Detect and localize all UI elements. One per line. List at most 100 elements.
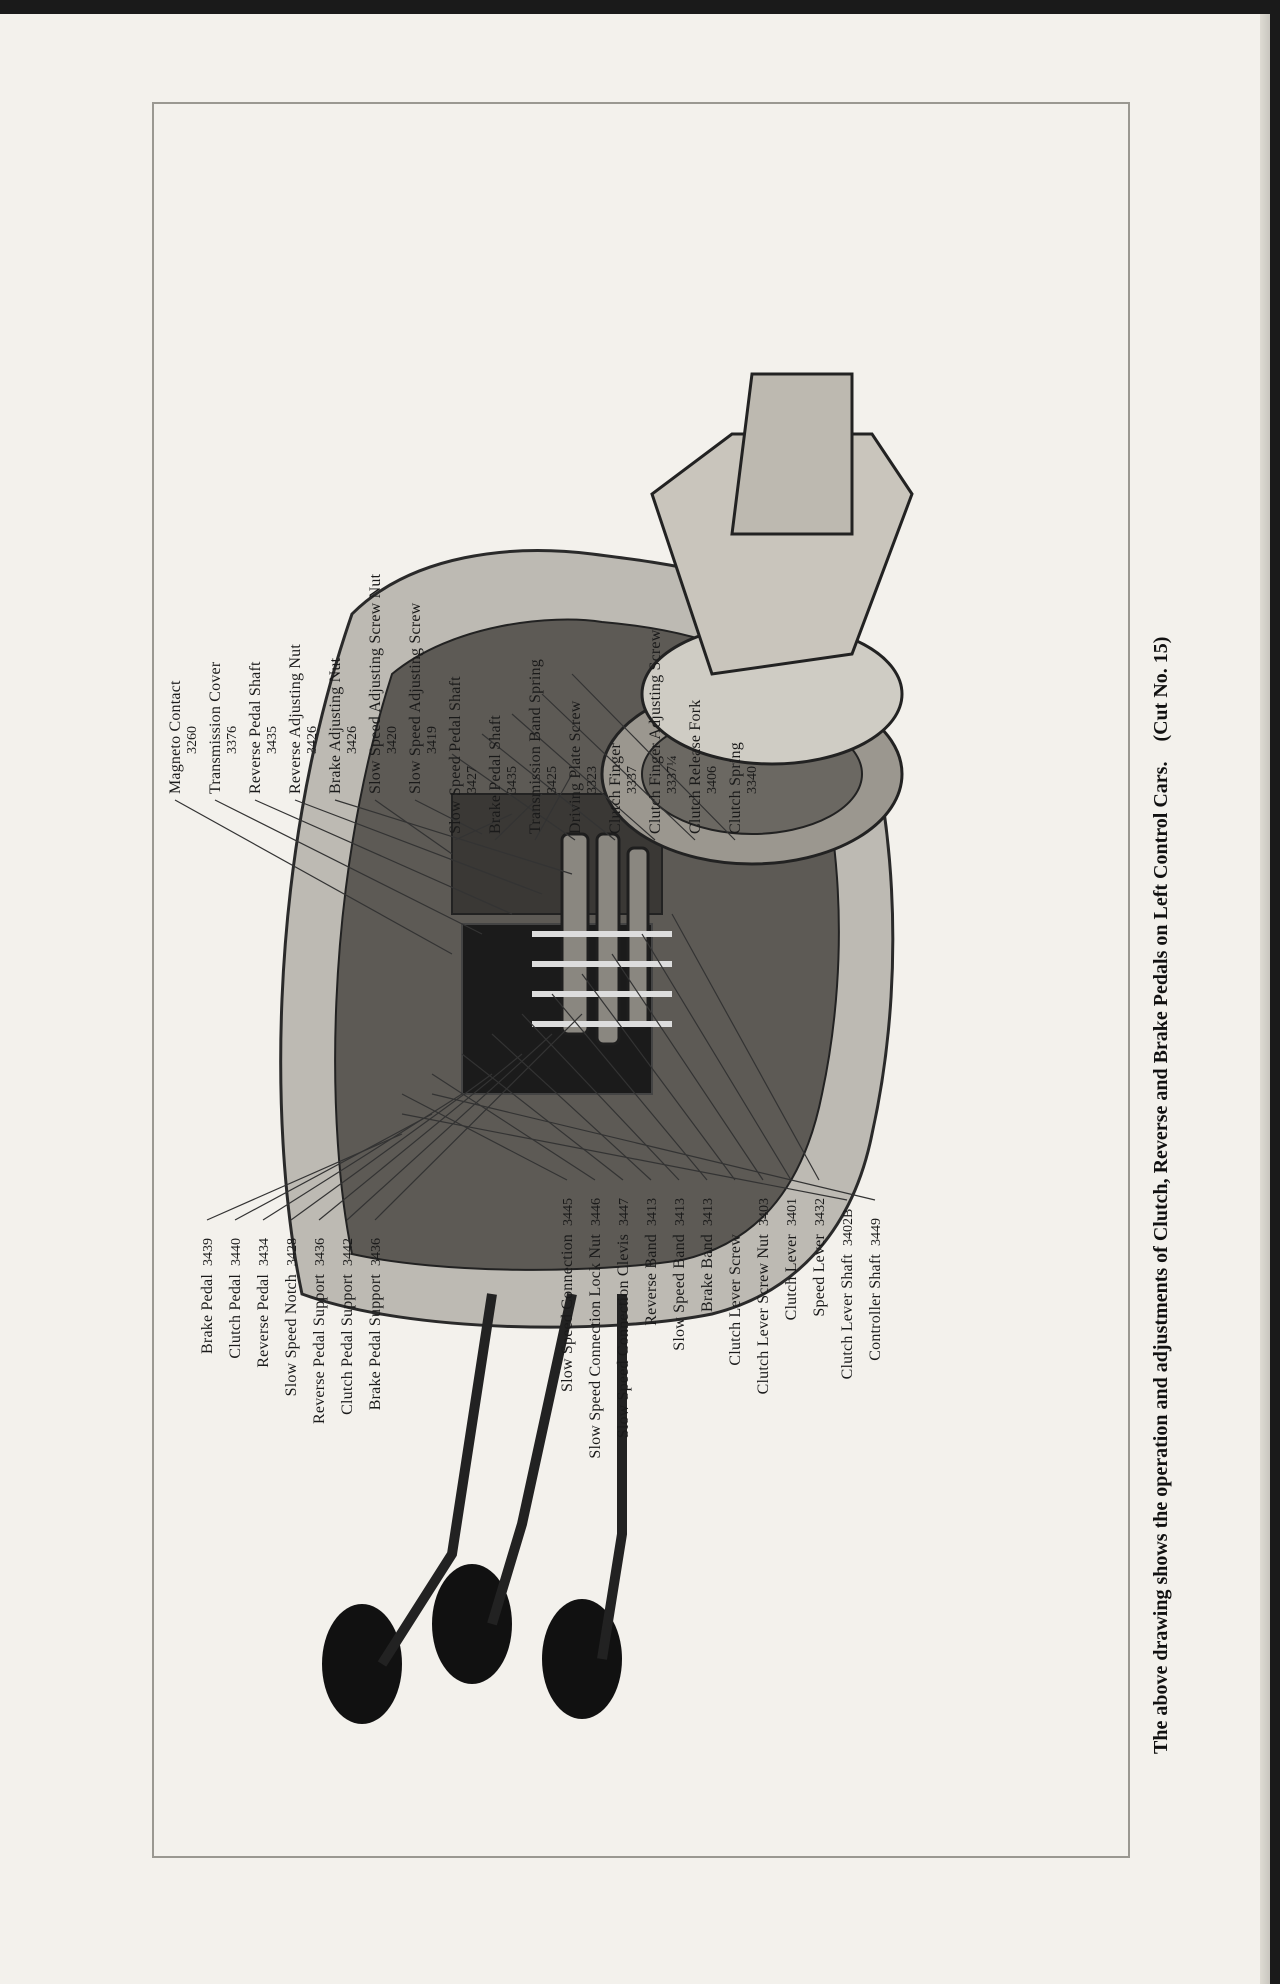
part-number: 3402B xyxy=(841,1209,856,1246)
part-number: 3401 xyxy=(785,1198,800,1226)
part-number: 3426 xyxy=(345,726,360,754)
part-label: Reverse Pedal Support xyxy=(311,1274,328,1424)
part-label: Slow Speed Connection Lock Nut xyxy=(587,1234,604,1459)
leader-line xyxy=(581,973,736,1181)
drive-shaft xyxy=(650,372,914,676)
part-number: 3403 xyxy=(757,1198,772,1226)
part-label: Driving Plate Screw xyxy=(567,700,584,834)
part-number: 3432 xyxy=(813,1198,828,1226)
part-label: Speed Lever xyxy=(811,1234,828,1317)
part-number: 3434 xyxy=(257,1238,272,1266)
part-label: Reverse Band xyxy=(643,1234,660,1326)
part-label: Clutch Lever Screw xyxy=(727,1234,744,1366)
leader-line xyxy=(551,993,708,1181)
part-number: 3447 xyxy=(617,1198,632,1226)
part-number: 3445 xyxy=(561,1198,576,1226)
leader-line xyxy=(481,733,616,841)
part-label: Clutch Lever Shaft xyxy=(839,1254,856,1380)
leader-line xyxy=(214,799,483,935)
part-number: 3442 xyxy=(341,1238,356,1266)
part-label: Slow Speed Adjusting Screw Nut xyxy=(367,573,384,794)
caption-cut-number: (Cut No. 15) xyxy=(1150,636,1172,762)
part-number: 3440 xyxy=(229,1238,244,1266)
leader-line xyxy=(374,799,453,855)
part-number: 3337¼ xyxy=(665,756,680,795)
part-label: Clutch Spring xyxy=(727,742,744,834)
part-number: 3427 xyxy=(465,766,480,794)
part-label: Magneto Contact xyxy=(167,680,184,794)
part-label: Slow Speed Notch xyxy=(283,1274,300,1396)
part-number: 3260 xyxy=(185,726,200,754)
leader-line xyxy=(534,773,573,841)
leader-line xyxy=(262,1093,463,1221)
leader-line xyxy=(431,1093,876,1201)
leader-line xyxy=(451,753,576,841)
pedal-shafts xyxy=(532,832,672,1046)
part-label: Reverse Pedal Shaft xyxy=(247,661,264,794)
part-label: Reverse Pedal xyxy=(255,1274,272,1368)
leader-line xyxy=(318,1053,523,1221)
part-label: Controller Shaft xyxy=(867,1254,884,1361)
part-number: 3376 xyxy=(225,726,240,754)
part-label: Transmission Band Spring xyxy=(527,659,544,834)
leader-line xyxy=(334,799,573,875)
part-label: Brake Pedal xyxy=(199,1274,216,1354)
part-label: Brake Band xyxy=(699,1234,716,1312)
part-label: Clutch Finger xyxy=(607,742,624,834)
leader-line xyxy=(671,913,820,1181)
part-label: Clutch Finger Adjusting Screw xyxy=(647,629,664,834)
reverse-pedal-pad xyxy=(432,1564,512,1684)
leader-line xyxy=(494,793,543,841)
part-label: Brake Adjusting Nut xyxy=(327,657,344,794)
part-label: Reverse Adjusting Nut xyxy=(287,644,304,794)
part-label: Transmission Cover xyxy=(207,661,224,794)
part-label: Clutch Lever xyxy=(783,1234,800,1321)
part-number: 3426 xyxy=(305,726,320,754)
part-label: Clutch Release Fork xyxy=(687,700,704,834)
part-number: 3436 xyxy=(313,1238,328,1266)
leader-line xyxy=(374,1013,583,1221)
part-number: 3428 xyxy=(285,1238,300,1266)
part-number: 3323 xyxy=(585,766,600,794)
part-number: 3413 xyxy=(645,1198,660,1226)
part-label: Slow Speed Pedal Shaft xyxy=(447,676,464,834)
part-number: 3449 xyxy=(869,1218,884,1246)
leader-line xyxy=(611,953,764,1181)
leader-line xyxy=(571,673,736,841)
leader-line xyxy=(174,799,453,955)
part-label: Slow Speed Band xyxy=(671,1234,688,1351)
part-number: 3436 xyxy=(369,1238,384,1266)
leader-line xyxy=(254,799,513,915)
leader-line xyxy=(431,1073,596,1181)
figure-caption: The above drawing shows the operation an… xyxy=(1150,637,1173,1754)
leader-line xyxy=(521,1013,680,1181)
leader-line xyxy=(401,1093,568,1181)
part-label: Brake Pedal Shaft xyxy=(487,715,504,834)
part-label: Brake Pedal Support xyxy=(367,1274,384,1411)
leader-line xyxy=(234,1113,433,1221)
part-number: 3340 xyxy=(745,766,760,794)
part-number: 3419 xyxy=(425,726,440,754)
part-label: Slow Speed Adjusting Screw xyxy=(407,602,424,794)
leader-line xyxy=(290,1073,493,1221)
leader-line xyxy=(401,1113,848,1201)
leader-line xyxy=(454,813,513,841)
leader-line xyxy=(491,1033,652,1181)
part-label: Clutch Lever Screw Nut xyxy=(755,1234,772,1395)
leader-line xyxy=(206,1133,403,1221)
brake-pedal-pad xyxy=(322,1604,402,1724)
part-number: 3420 xyxy=(385,726,400,754)
leader-line xyxy=(294,799,543,895)
leader-line xyxy=(346,1033,553,1221)
part-label: Clutch Pedal Support xyxy=(339,1274,356,1415)
part-number: 3435 xyxy=(505,766,520,794)
caption-bold-text: Left Control Cars. xyxy=(1150,761,1172,920)
leader-line xyxy=(414,799,483,835)
part-number: 3446 xyxy=(589,1198,604,1226)
illustration-frame xyxy=(152,102,1130,1858)
leader-line xyxy=(461,1053,624,1181)
